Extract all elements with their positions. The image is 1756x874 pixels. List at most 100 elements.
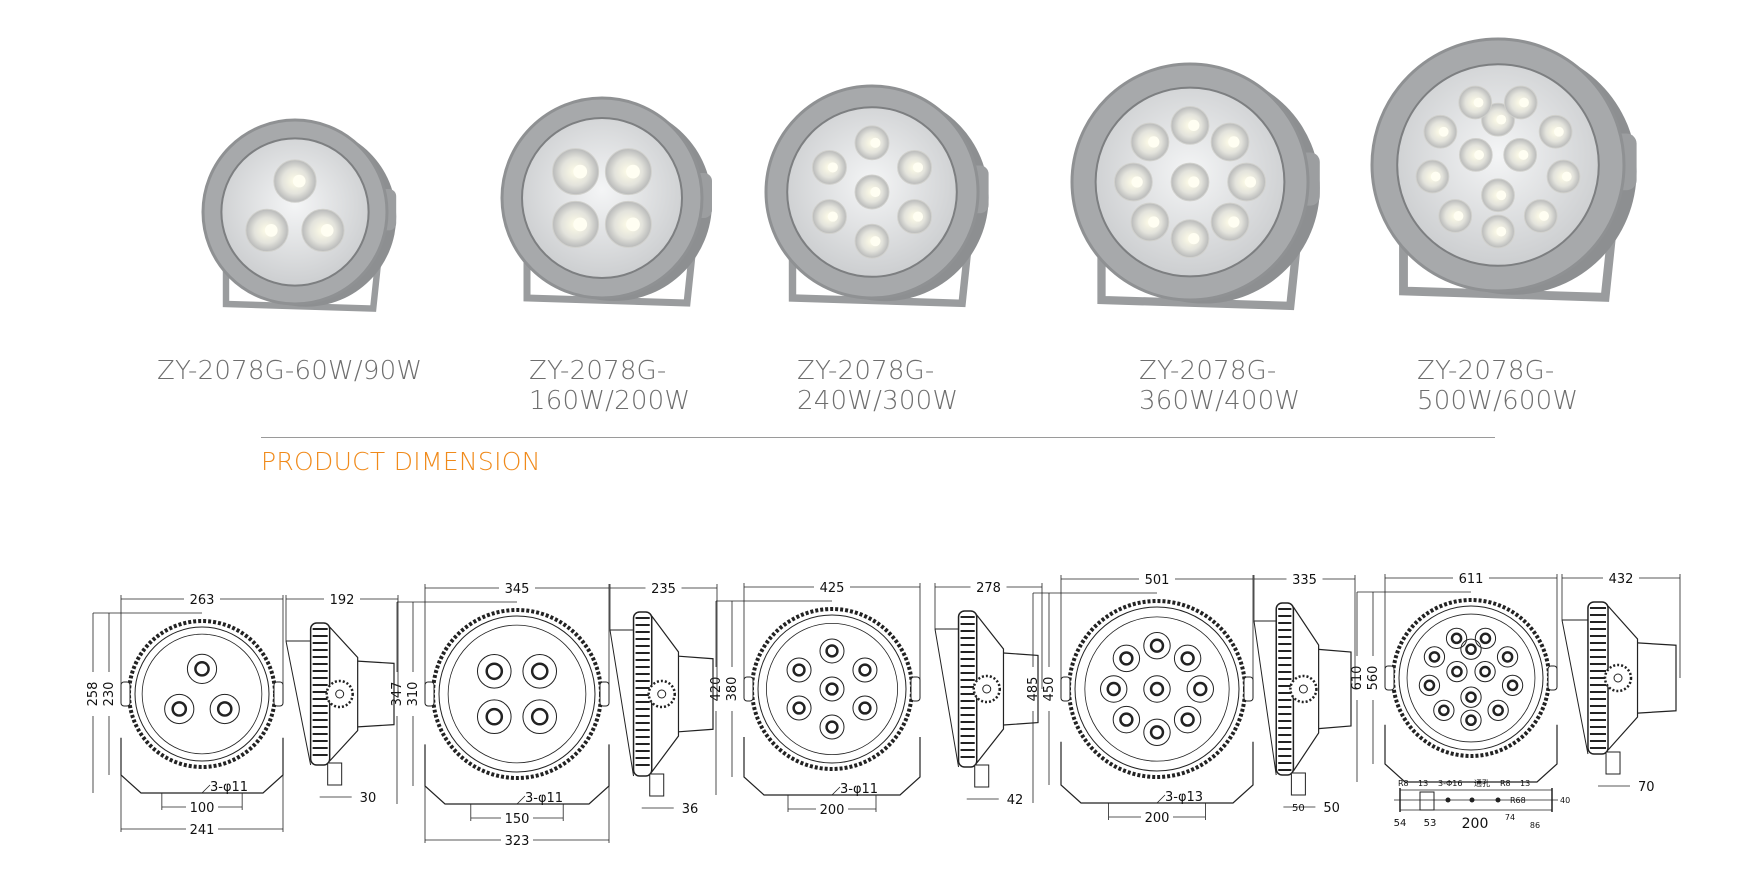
led-chip bbox=[1496, 114, 1507, 125]
housing-ring bbox=[757, 614, 907, 764]
pivot-knob bbox=[647, 679, 676, 709]
label-bg bbox=[324, 589, 360, 605]
dimension-label: 53 bbox=[1424, 818, 1437, 829]
led-chip bbox=[1561, 171, 1572, 182]
led-chip bbox=[573, 164, 588, 179]
led-chip bbox=[626, 217, 640, 232]
label-bg bbox=[814, 577, 850, 593]
dimension-label: 432 bbox=[1609, 572, 1634, 587]
led-lens bbox=[1423, 679, 1436, 692]
dimension-label: 通孔 bbox=[1474, 778, 1490, 788]
housing-ring bbox=[134, 626, 270, 762]
led-lens bbox=[1193, 681, 1208, 697]
dimension-label: 420 bbox=[709, 677, 724, 702]
model-wattage: 160W/200W bbox=[529, 386, 691, 416]
led-outline bbox=[186, 653, 218, 684]
led-lens bbox=[485, 707, 504, 726]
led-outline bbox=[476, 699, 512, 735]
led-lens bbox=[1180, 712, 1195, 727]
led-chip bbox=[1553, 126, 1564, 137]
dimension-label: 200 bbox=[1145, 811, 1170, 826]
product-photo-1 bbox=[201, 118, 397, 312]
section-title: PRODUCT DIMENSION bbox=[261, 447, 541, 476]
product-label-4: ZY-2078G-360W/400W bbox=[1139, 356, 1300, 416]
led-lens bbox=[530, 662, 549, 681]
dimension-label: 230 bbox=[102, 682, 117, 707]
dimension-label: R8 bbox=[1500, 779, 1511, 788]
led-outline bbox=[1112, 644, 1141, 673]
dimension-label: 425 bbox=[820, 581, 845, 596]
led-lens bbox=[792, 663, 806, 677]
side-lug bbox=[120, 681, 131, 707]
label-bg bbox=[970, 577, 1007, 593]
mount-foot bbox=[1605, 751, 1621, 775]
heatsink bbox=[329, 626, 359, 762]
mount-foot bbox=[1290, 772, 1306, 796]
led-lens bbox=[1501, 651, 1514, 663]
led-outline bbox=[209, 693, 240, 725]
dimension-label: 74 bbox=[1505, 813, 1515, 822]
side-lug bbox=[1547, 665, 1558, 691]
dimension-label: 150 bbox=[505, 812, 530, 827]
led-lens bbox=[194, 661, 210, 677]
lens-ring bbox=[1084, 616, 1230, 762]
pivot-knob bbox=[1289, 674, 1318, 704]
led-chip bbox=[1188, 232, 1200, 245]
label-bg bbox=[501, 832, 533, 847]
label-bg bbox=[184, 589, 220, 605]
led-lens bbox=[858, 663, 872, 677]
led-outline bbox=[819, 676, 845, 702]
dimension-line bbox=[201, 784, 211, 794]
mount-hole bbox=[1495, 797, 1501, 803]
model-wattage: 500W/600W bbox=[1417, 386, 1579, 416]
section-divider bbox=[261, 437, 1495, 438]
led-lens bbox=[1479, 632, 1492, 645]
dimension-label: 310 bbox=[406, 682, 421, 707]
dimension-label: 345 bbox=[505, 582, 530, 597]
dimension-line bbox=[831, 786, 841, 796]
led-outline bbox=[1496, 646, 1519, 668]
led-lens bbox=[825, 720, 839, 734]
model-name: ZY-2078G- bbox=[1139, 356, 1277, 386]
dimension-label: 100 bbox=[190, 801, 215, 816]
dimension-label: 263 bbox=[190, 593, 215, 608]
led-lens bbox=[1506, 679, 1519, 692]
led-outline bbox=[522, 653, 558, 689]
side-lug bbox=[273, 681, 284, 707]
led-chip bbox=[1539, 211, 1549, 221]
dimension-line bbox=[1156, 794, 1166, 804]
led-chip bbox=[1453, 211, 1464, 221]
led-outline bbox=[1173, 644, 1202, 673]
side-lug bbox=[910, 676, 921, 702]
heatsink bbox=[651, 615, 680, 773]
led-outline bbox=[476, 653, 512, 689]
wedge-outline bbox=[609, 629, 635, 777]
led-chip bbox=[870, 236, 881, 247]
led-lens bbox=[171, 701, 188, 717]
dimension-label: 13 bbox=[1520, 779, 1530, 788]
heatsink bbox=[1292, 606, 1320, 772]
lens-ring bbox=[447, 624, 587, 764]
led-lens bbox=[792, 701, 806, 715]
led-chip bbox=[870, 186, 881, 198]
slot bbox=[1419, 791, 1435, 811]
housing-rim bbox=[431, 608, 603, 780]
label-bg bbox=[1603, 568, 1639, 584]
label-bg bbox=[816, 801, 848, 816]
housing-rim bbox=[1067, 599, 1247, 779]
led-chip bbox=[1519, 97, 1529, 108]
led-chip bbox=[912, 162, 924, 173]
led-lens bbox=[1149, 725, 1165, 740]
pivot-knob bbox=[1603, 663, 1633, 693]
led-chip bbox=[1518, 150, 1529, 160]
led-lens bbox=[1465, 691, 1477, 704]
dimension-label: 86 bbox=[1530, 821, 1540, 830]
side-lug bbox=[1384, 665, 1395, 691]
dimension-label: 13 bbox=[1418, 779, 1428, 788]
led-outline bbox=[786, 657, 812, 683]
